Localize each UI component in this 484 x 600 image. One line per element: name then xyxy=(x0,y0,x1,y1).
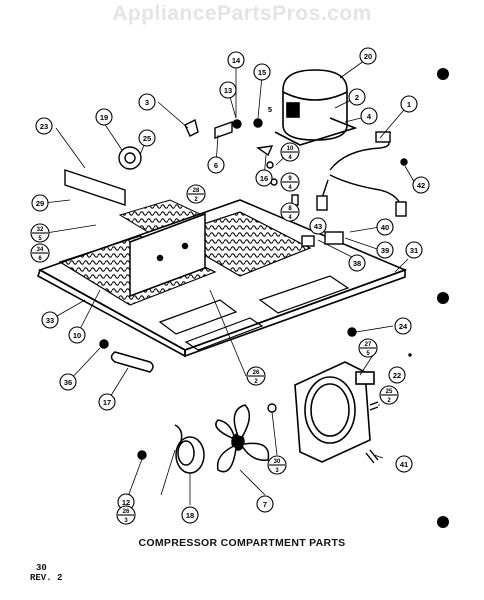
revision-label: REV. 2 xyxy=(30,573,63,583)
callout-label: 13 xyxy=(224,86,232,95)
page-info: 30 REV. 2 xyxy=(30,563,62,583)
split-callout-bottom: 3 xyxy=(275,468,279,474)
callout-label: 40 xyxy=(381,223,389,232)
binder-hole xyxy=(437,516,449,528)
split-callout-top: 25 xyxy=(386,389,393,395)
split-callout-top: 8 xyxy=(288,206,292,212)
callout-label: 36 xyxy=(64,378,72,387)
callout-label: 16 xyxy=(260,174,268,183)
callout-label: 10 xyxy=(73,331,81,340)
bracket-and-dryer xyxy=(64,146,142,206)
callout-markers xyxy=(31,47,430,524)
compressor xyxy=(274,69,358,146)
split-callout-bottom: 3 xyxy=(124,518,128,524)
callout-label: 6 xyxy=(214,161,218,170)
callout-label: 39 xyxy=(381,246,389,255)
callout-label: 25 xyxy=(143,134,151,143)
split-callout-bottom: 4 xyxy=(288,155,292,161)
callout-label: 23 xyxy=(40,122,48,131)
split-callout-top: 27 xyxy=(365,342,372,348)
split-callout-top: 26 xyxy=(253,370,260,376)
split-callout-markers xyxy=(30,142,399,525)
fan-motor-and-blade xyxy=(174,404,270,474)
split-callout-top: 26 xyxy=(123,509,130,515)
callout-label: 42 xyxy=(417,181,425,190)
split-callout-bottom: 4 xyxy=(288,215,292,221)
split-callout-top: 30 xyxy=(274,459,281,465)
callout-label: 4 xyxy=(367,112,372,121)
callout-label: 3 xyxy=(145,98,149,107)
split-callout-bottom: 4 xyxy=(288,185,292,191)
callout-label: 1 xyxy=(407,100,411,109)
callout-label: 17 xyxy=(103,398,111,407)
callout-label: 20 xyxy=(364,52,372,61)
drier-tube xyxy=(99,339,154,373)
split-callout-top: 9 xyxy=(288,176,292,182)
callout-label: 5 xyxy=(268,105,272,114)
split-callout-top: 34 xyxy=(37,247,44,253)
callout-label: 29 xyxy=(36,199,44,208)
fan-shroud xyxy=(294,361,375,463)
page-number: 30 xyxy=(36,563,47,573)
callout-label: 12 xyxy=(122,498,130,507)
split-callout-bottom: 5 xyxy=(38,236,42,242)
callout-label: 19 xyxy=(100,113,108,122)
diagram-caption: COMPRESSOR COMPARTMENT PARTS xyxy=(138,537,346,549)
callout-label: 2 xyxy=(355,93,359,102)
callout-label: 41 xyxy=(400,460,408,469)
small-hardware xyxy=(137,118,412,464)
binder-hole xyxy=(437,292,449,304)
callout-label: 33 xyxy=(46,316,54,325)
divider-panel xyxy=(129,212,206,298)
callout-label: 18 xyxy=(186,511,194,520)
split-callout-top: 32 xyxy=(37,227,44,233)
binder-hole xyxy=(437,68,449,80)
split-callout-top: 28 xyxy=(193,188,200,194)
split-callout-bottom: 5 xyxy=(366,351,370,357)
split-callout-top: 10 xyxy=(287,146,294,152)
callout-label: 31 xyxy=(410,246,418,255)
callout-label: 43 xyxy=(314,222,322,231)
callout-label: 7 xyxy=(263,500,267,509)
split-callout-bottom: 2 xyxy=(387,398,391,404)
callout-label: 38 xyxy=(353,259,361,268)
split-callout-bottom: 2 xyxy=(254,379,258,385)
callout-label: 22 xyxy=(393,371,401,380)
callout-label: 24 xyxy=(399,322,408,331)
watermark: AppliancePartsPros.com xyxy=(112,2,372,25)
split-callout-bottom: 2 xyxy=(194,197,198,203)
callout-label: 15 xyxy=(258,68,266,77)
split-callout-bottom: 6 xyxy=(38,256,42,262)
wiring-harness xyxy=(316,131,407,217)
callout-label: 14 xyxy=(232,56,241,65)
